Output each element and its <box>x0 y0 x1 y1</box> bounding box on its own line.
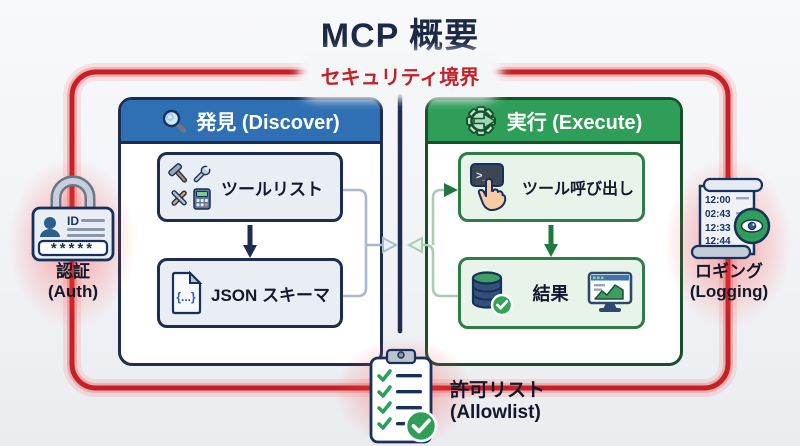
crossed-tools-icon <box>171 190 187 206</box>
check-marks <box>377 369 392 430</box>
allowlist-label-ja: 許可リスト <box>450 380 546 401</box>
log-timestamp-2: 02:43 <box>705 209 731 220</box>
calculator-icon <box>193 188 211 210</box>
execute-down-arrow <box>544 225 558 257</box>
allowlist-label-en: (Allowlist) <box>450 402 541 423</box>
magnifier-icon <box>161 108 187 134</box>
gear-arrow-icon <box>465 105 498 136</box>
result-label: 結果 <box>532 284 569 304</box>
check-badge <box>404 409 438 443</box>
logging-label: ロギング (Logging) <box>674 262 784 302</box>
discover-down-arrow <box>243 225 257 258</box>
execute-header-label: 実行 (Execute) <box>506 112 643 134</box>
execute-left-arrowhead <box>406 236 423 254</box>
logging-scroll-icon: 12:00 02:43 12:33 12:44 <box>688 176 776 275</box>
log-timestamp-4: 12:44 <box>705 236 731 247</box>
allowlist-label: 許可リスト (Allowlist) <box>450 380 545 424</box>
discover-header-label: 発見 (Discover) <box>196 112 340 134</box>
auth-label-en: (Auth) <box>47 282 99 301</box>
execute-header: 実行 (Execute) <box>428 100 680 144</box>
wrench-icon <box>193 165 211 183</box>
discover-header: 発見 (Discover) <box>121 100 380 144</box>
logging-label-ja: ロギング <box>695 262 763 281</box>
discover-connector-lines <box>343 188 383 298</box>
page-title: MCP 概要 <box>320 17 480 55</box>
allowlist-clipboard-icon <box>368 346 438 446</box>
execute-panel: 実行 (Execute) >_ ツール呼び出し <box>425 97 683 366</box>
terminal-hand-icon: >_ <box>469 161 515 213</box>
logging-label-en: (Logging) <box>689 282 769 301</box>
database-check-icon <box>469 268 515 318</box>
pointing-hand-icon <box>477 178 507 211</box>
log-timestamp-3: 12:33 <box>705 223 731 234</box>
json-schema-node: {...} JSON スキーマ <box>157 258 343 328</box>
password-mask-text: ***** <box>51 240 95 257</box>
log-timestamp-1: 12:00 <box>705 195 731 206</box>
auth-label-ja: 認証 <box>56 262 90 281</box>
json-schema-label: JSON スキーマ <box>211 285 331 305</box>
hammer-icon <box>168 163 188 183</box>
id-text: ID <box>67 214 79 228</box>
tool-call-node: >_ ツール呼び出し <box>458 152 645 222</box>
security-boundary-label: セキュリティ境界 <box>308 61 492 90</box>
result-node: 結果 <box>458 257 645 329</box>
tool-list-node: ツールリスト <box>157 152 343 222</box>
execute-connector-lines <box>422 188 458 298</box>
json-braces-text: {...} <box>176 290 196 304</box>
discover-right-arrowhead <box>382 236 399 254</box>
auth-label: 認証 (Auth) <box>20 262 126 302</box>
json-document-icon: {...} <box>168 271 204 315</box>
tool-call-label: ツール呼び出し <box>522 181 635 198</box>
tool-list-label: ツールリスト <box>221 179 323 199</box>
chart-monitor-icon <box>586 271 634 315</box>
tool-call-in-arrowhead <box>444 183 458 197</box>
tools-icon <box>168 163 214 211</box>
auth-lock-icon: ID ***** <box>29 172 117 269</box>
